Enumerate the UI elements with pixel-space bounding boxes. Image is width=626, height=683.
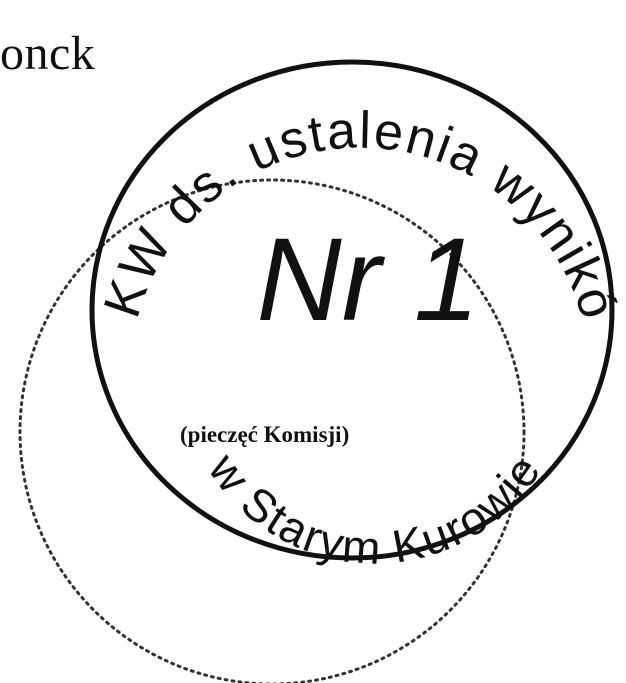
stamp-outer-ring xyxy=(89,59,615,561)
stamp-bottom-arc-text: w Starym Kurowie xyxy=(198,443,551,574)
stamp-center-number: Nr 1 xyxy=(257,214,480,346)
seal-placeholder-caption: (pieczęć Komisji) xyxy=(180,422,350,447)
printed-text-fragment: onck xyxy=(0,27,96,80)
